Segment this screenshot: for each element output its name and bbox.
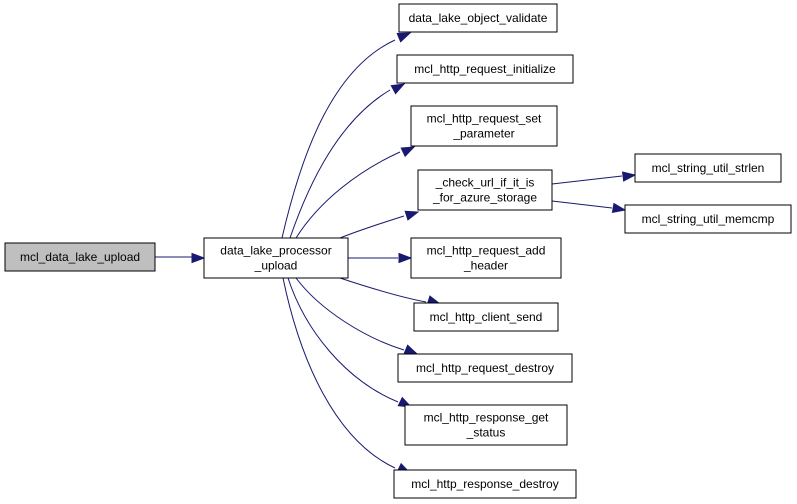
- arrowhead-req_add_header: [398, 252, 413, 264]
- node-box: [396, 54, 574, 84]
- node-label: mcl_http_request_add: [427, 244, 546, 258]
- node-memcmp[interactable]: mcl_string_util_memcmp: [624, 204, 792, 234]
- node-resp-get-status[interactable]: mcl_http_response_get_status: [404, 404, 568, 446]
- edge-processor-to-req_destroy: [295, 277, 405, 351]
- node-label: mcl_string_util_memcmp: [642, 212, 775, 226]
- node-label: _status: [466, 426, 506, 440]
- node-strlen[interactable]: mcl_string_util_strlen: [634, 153, 782, 183]
- edge-processor-to-validate: [281, 39, 396, 239]
- node-req-add-header[interactable]: mcl_http_request_add_header: [410, 237, 562, 279]
- node-box: [203, 237, 349, 279]
- node-box: [410, 237, 562, 279]
- node-label: _for_azure_storage: [432, 191, 537, 205]
- node-label: _parameter: [452, 127, 514, 141]
- node-box: [624, 204, 792, 234]
- edge-check_url-to-strlen: [551, 175, 623, 185]
- node-label: _check_url_if_it_is: [435, 176, 535, 190]
- node-processor[interactable]: data_lake_processor_upload: [203, 237, 349, 279]
- node-label: _header: [463, 259, 508, 273]
- node-label: mcl_http_request_initialize: [414, 62, 556, 76]
- edge-processor-to-req_init: [289, 89, 391, 239]
- node-label: mcl_data_lake_upload: [20, 250, 140, 264]
- node-label: mcl_http_request_destroy: [416, 361, 554, 375]
- node-resp-destroy[interactable]: mcl_http_response_destroy: [393, 469, 577, 499]
- node-label: mcl_string_util_strlen: [652, 161, 765, 175]
- arrowhead-validate: [396, 32, 412, 43]
- node-req-init[interactable]: mcl_http_request_initialize: [396, 54, 574, 84]
- node-box: [413, 302, 559, 332]
- node-box: [4, 242, 156, 272]
- node-box: [393, 469, 577, 499]
- arrowhead-memcmp: [611, 202, 627, 214]
- edge-processor-to-resp_destroy: [282, 277, 396, 469]
- node-label: mcl_http_response_get: [424, 411, 549, 425]
- arrowhead-req_destroy: [403, 344, 419, 355]
- arrowhead-processor: [191, 252, 206, 264]
- edge-processor-to-client_send: [339, 277, 427, 303]
- node-label: data_lake_processor: [220, 244, 331, 258]
- edge-processor-to-req_set_param: [295, 151, 401, 239]
- node-label: mcl_http_request_set: [427, 112, 542, 126]
- node-label: data_lake_object_validate: [409, 11, 548, 25]
- arrowhead-req_set_param: [400, 146, 416, 158]
- node-box: [404, 404, 568, 446]
- node-req-set-param[interactable]: mcl_http_request_set_parameter: [410, 105, 558, 147]
- edge-processor-to-resp_get_status: [287, 277, 399, 403]
- node-box: [398, 3, 558, 33]
- node-label: mcl_http_client_send: [430, 310, 543, 324]
- arrowhead-check_url: [404, 210, 420, 221]
- node-req-destroy[interactable]: mcl_http_request_destroy: [397, 353, 573, 383]
- node-box: [410, 105, 558, 147]
- edge-check_url-to-memcmp: [551, 200, 613, 209]
- node-root[interactable]: mcl_data_lake_upload: [4, 242, 156, 272]
- arrowhead-req_init: [390, 83, 406, 95]
- edge-processor-to-check_url: [339, 215, 405, 239]
- node-label: _upload: [254, 259, 298, 273]
- node-box: [417, 169, 553, 211]
- node-box: [397, 353, 573, 383]
- node-box: [634, 153, 782, 183]
- node-label: mcl_http_response_destroy: [411, 477, 558, 491]
- node-validate[interactable]: data_lake_object_validate: [398, 3, 558, 33]
- node-check-url[interactable]: _check_url_if_it_is_for_azure_storage: [417, 169, 553, 211]
- arrowhead-strlen: [621, 171, 637, 182]
- node-client-send[interactable]: mcl_http_client_send: [413, 302, 559, 332]
